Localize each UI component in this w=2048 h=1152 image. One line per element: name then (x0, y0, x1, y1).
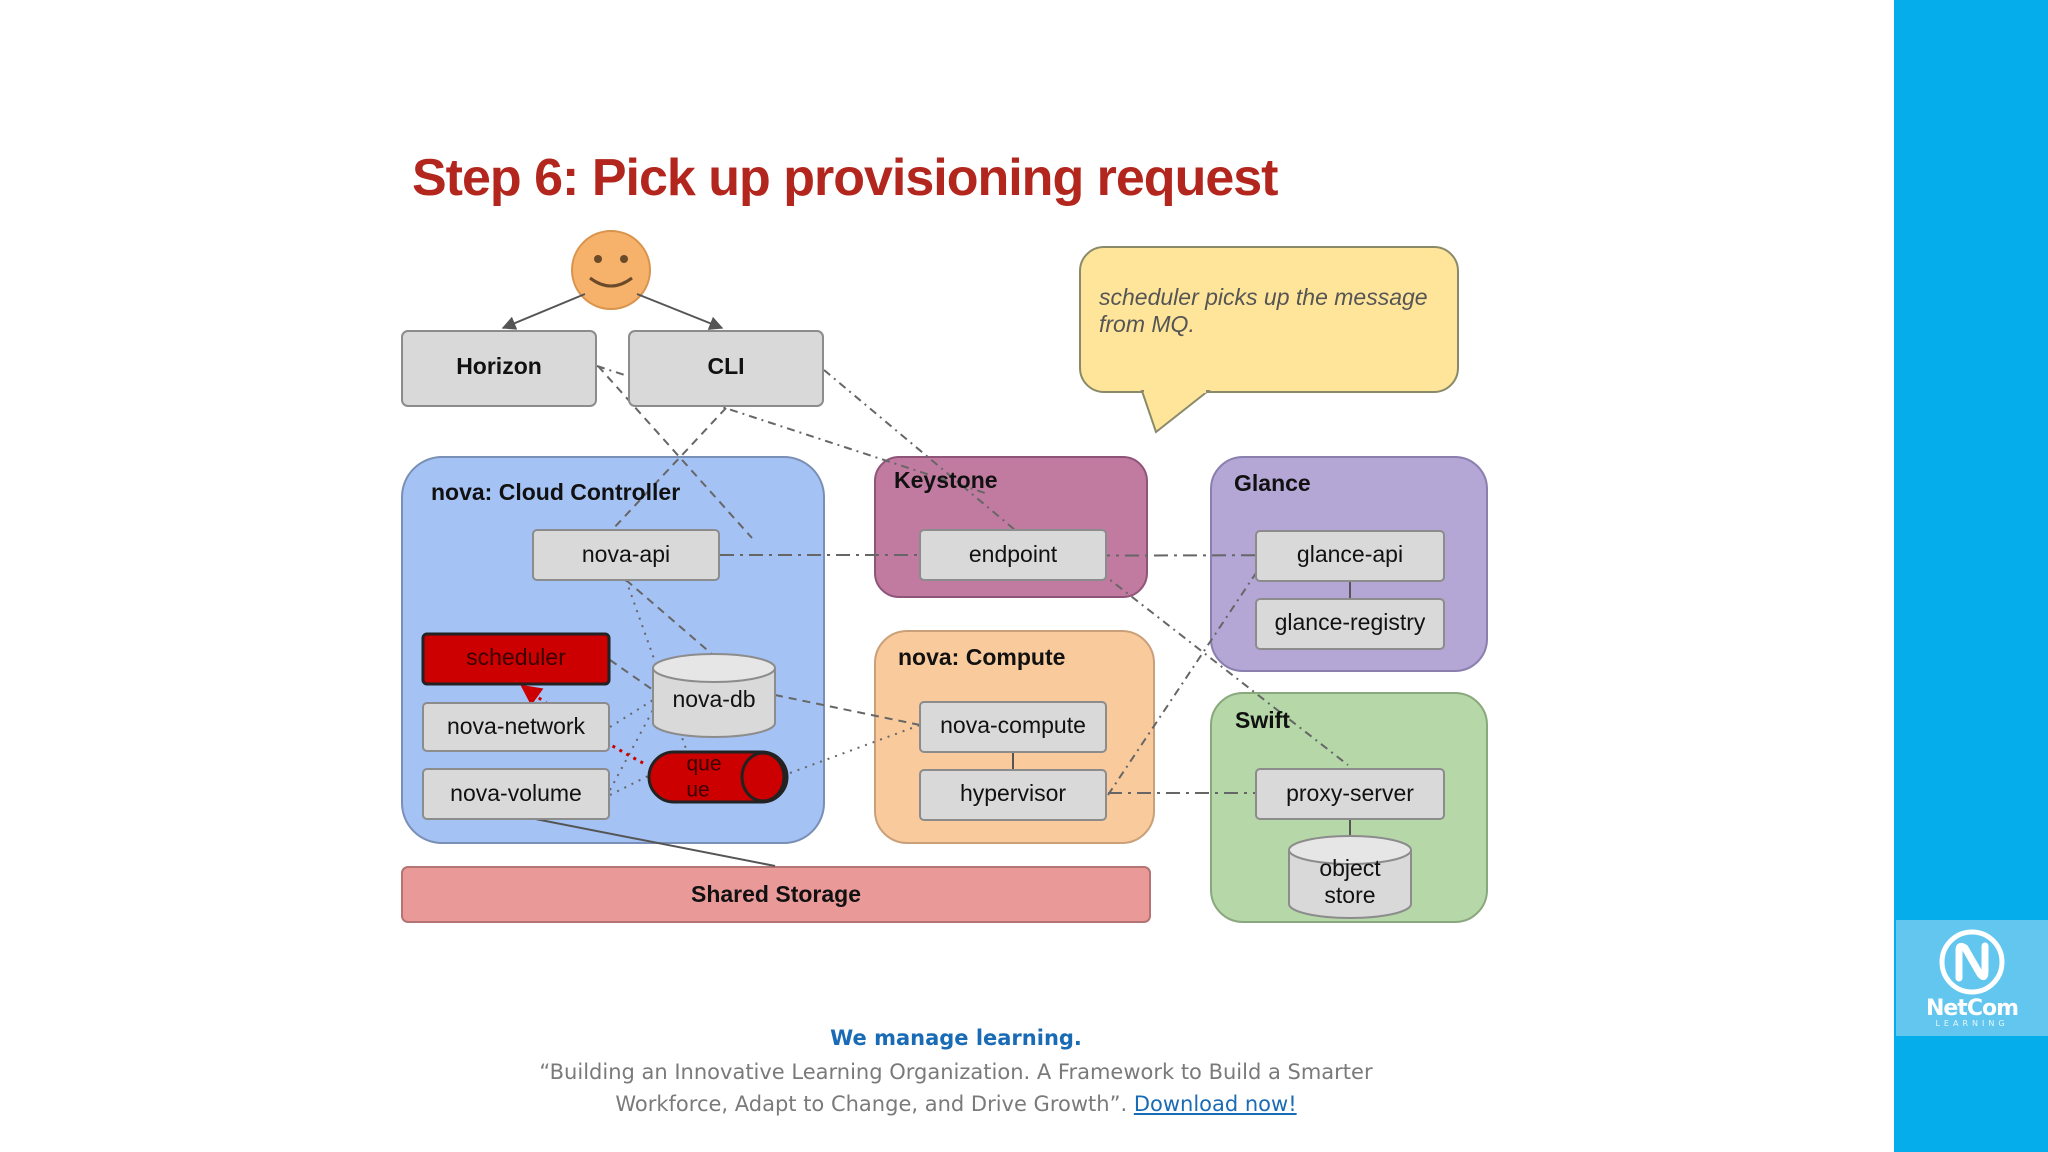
user-icon (571, 230, 651, 310)
cli-box[interactable]: CLI (628, 330, 824, 407)
user-to-cli-arrow (636, 293, 724, 330)
shared-storage-label: Shared Storage (691, 881, 861, 907)
hypervisor-label: hypervisor (960, 780, 1066, 806)
connector-lines (514, 365, 1351, 867)
nova-db-cylinder[interactable]: nova-db (652, 653, 776, 738)
brand-name: NetCom (1925, 996, 2019, 1021)
slide-title: Step 6: Pick up provisioning request (412, 149, 1278, 207)
object-store-cylinder[interactable]: object store (1288, 835, 1412, 919)
queue-label-line1: que (686, 753, 721, 776)
download-now-link[interactable]: Download now! (1133, 1092, 1297, 1116)
nova-volume-box[interactable]: nova-volume (422, 768, 610, 820)
object-store-label-line1: object (1319, 855, 1381, 881)
swift-title: Swift (1235, 707, 1290, 733)
cloud-controller-title: nova: Cloud Controller (431, 479, 680, 505)
callout-bubble (1079, 246, 1459, 434)
proxy-server-box[interactable]: proxy-server (1255, 768, 1445, 820)
glance-title: Glance (1234, 470, 1311, 496)
scheduler-label: scheduler (466, 644, 566, 670)
callout-text-line2: from MQ. (1099, 311, 1195, 337)
glance-api-box[interactable]: glance-api (1255, 530, 1445, 582)
message-queue[interactable]: que ue (647, 750, 789, 804)
nova-compute-box[interactable]: nova-compute (919, 701, 1107, 753)
glance-registry-box[interactable]: glance-registry (1255, 598, 1445, 650)
footer-quote-line1: “Building an Innovative Learning Organiz… (539, 1060, 1373, 1084)
nova-compute-label: nova-compute (940, 712, 1086, 738)
hypervisor-box[interactable]: hypervisor (919, 769, 1107, 821)
proxy-server-label: proxy-server (1286, 780, 1414, 806)
object-store-label-line2: store (1324, 882, 1375, 908)
netcom-logo: NetCom LEARNING (1896, 920, 2048, 1036)
nova-db-label: nova-db (672, 686, 755, 712)
footer-tagline: We manage learning. (830, 1026, 1082, 1050)
nova-volume-label: nova-volume (450, 780, 582, 806)
endpoint-box[interactable]: endpoint (919, 529, 1107, 581)
user-to-horizon-arrow (501, 293, 586, 330)
nova-api-box[interactable]: nova-api (532, 529, 720, 581)
footer-quote: “Building an Innovative Learning Organiz… (0, 1056, 1912, 1120)
glance-api-label: glance-api (1297, 541, 1403, 567)
brand-sub: LEARNING (1935, 1019, 2009, 1028)
footer-quote-line2-text: Workforce, Adapt to Change, and Drive Gr… (615, 1092, 1128, 1116)
horizon-box[interactable]: Horizon (401, 330, 597, 407)
keystone-title: Keystone (894, 467, 998, 493)
scheduler-box[interactable]: scheduler (421, 632, 611, 686)
shared-storage-bar (401, 866, 1151, 923)
endpoint-label: endpoint (969, 541, 1058, 567)
glance-registry-label: glance-registry (1275, 609, 1426, 635)
nova-network-label: nova-network (447, 713, 586, 739)
footer-quote-line2: Workforce, Adapt to Change, and Drive Gr… (0, 1088, 1912, 1120)
callout-text-line1: scheduler picks up the message (1099, 284, 1428, 310)
queue-label-line2: ue (686, 779, 709, 802)
horizon-label: Horizon (456, 353, 542, 379)
compute-title: nova: Compute (898, 644, 1065, 670)
nova-api-label: nova-api (582, 541, 670, 567)
nova-network-box[interactable]: nova-network (422, 702, 610, 752)
netcom-n-icon (1939, 929, 2005, 995)
cli-label: CLI (707, 353, 744, 379)
